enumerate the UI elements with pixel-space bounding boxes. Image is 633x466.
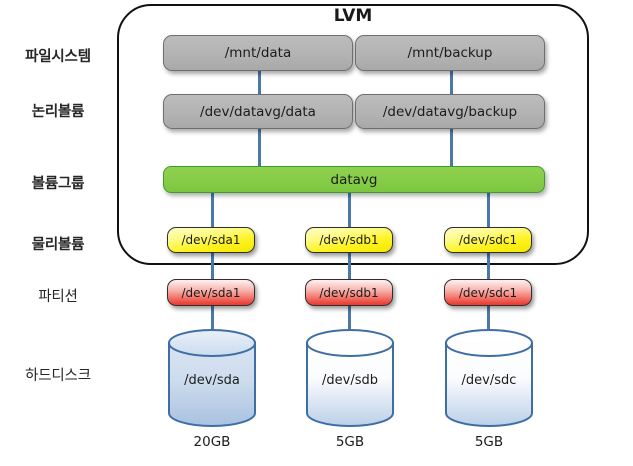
- physical-volume-label: /dev/sda1: [181, 233, 241, 247]
- capacity-label-sdc: 5GB: [474, 434, 504, 450]
- connector-pv-part-1: [211, 252, 214, 282]
- filesystem-box-mnt-backup[interactable]: /mnt/backup: [355, 35, 545, 71]
- logical-volume-box-backup[interactable]: /dev/datavg/backup: [355, 94, 545, 129]
- capacity-label-sdb: 5GB: [335, 434, 365, 450]
- lvm-boundary-frame: [117, 4, 589, 265]
- logical-volume-box-data[interactable]: /dev/datavg/data: [163, 94, 353, 129]
- connector-lv-vg-2: [450, 129, 453, 169]
- physical-volume-box-sdc1[interactable]: /dev/sdc1: [444, 227, 532, 253]
- connector-pv-part-2: [348, 252, 351, 282]
- logical-volume-label: /dev/datavg/data: [200, 103, 316, 120]
- connector-fs-lv-1: [258, 71, 261, 97]
- harddisk-cylinder-sdb[interactable]: /dev/sdb: [305, 328, 395, 428]
- partition-label: /dev/sdb1: [319, 285, 379, 300]
- volume-group-label: datavg: [330, 171, 378, 188]
- harddisk-cylinder-sda[interactable]: /dev/sda: [167, 328, 257, 428]
- volume-group-box-datavg[interactable]: datavg: [163, 166, 545, 193]
- connector-pv-part-3: [487, 252, 490, 282]
- connector-vg-pv-2: [348, 192, 351, 228]
- partition-label: /dev/sda1: [181, 285, 241, 300]
- partition-box-sdb1[interactable]: /dev/sdb1: [305, 279, 393, 306]
- harddisk-label: /dev/sdc: [461, 373, 517, 388]
- physical-volume-label: /dev/sdc1: [458, 233, 518, 247]
- connector-part-disk-3: [487, 305, 490, 329]
- lvm-title: LVM: [333, 6, 373, 26]
- filesystem-label: /mnt/data: [224, 45, 292, 61]
- row-label-volume-group: 볼륨그룹: [31, 176, 85, 192]
- harddisk-label: /dev/sdb: [322, 373, 378, 388]
- partition-box-sdc1[interactable]: /dev/sdc1: [444, 279, 532, 306]
- row-label-filesystem: 파일시스템: [25, 49, 91, 65]
- partition-label: /dev/sdc1: [458, 285, 518, 300]
- connector-vg-pv-1: [211, 192, 214, 228]
- row-label-physical-volume: 물리볼륨: [31, 237, 85, 253]
- row-label-logical-volume: 논리볼륨: [31, 104, 85, 120]
- connector-part-disk-2: [348, 305, 351, 329]
- logical-volume-label: /dev/datavg/backup: [382, 103, 518, 120]
- physical-volume-label: /dev/sdb1: [319, 233, 379, 247]
- row-label-harddisk: 하드디스크: [25, 368, 91, 384]
- connector-vg-pv-3: [487, 192, 490, 228]
- connector-part-disk-1: [211, 305, 214, 329]
- row-label-partition: 파티션: [38, 289, 78, 305]
- partition-box-sda1[interactable]: /dev/sda1: [167, 279, 255, 306]
- filesystem-label: /mnt/backup: [407, 45, 493, 61]
- harddisk-label: /dev/sda: [184, 373, 240, 388]
- physical-volume-box-sdb1[interactable]: /dev/sdb1: [305, 227, 393, 253]
- physical-volume-box-sda1[interactable]: /dev/sda1: [167, 227, 255, 253]
- connector-lv-vg-1: [258, 129, 261, 169]
- connector-fs-lv-2: [450, 71, 453, 97]
- harddisk-cylinder-sdc[interactable]: /dev/sdc: [444, 328, 534, 428]
- filesystem-box-mnt-data[interactable]: /mnt/data: [163, 35, 353, 71]
- capacity-label-sda: 20GB: [193, 434, 231, 450]
